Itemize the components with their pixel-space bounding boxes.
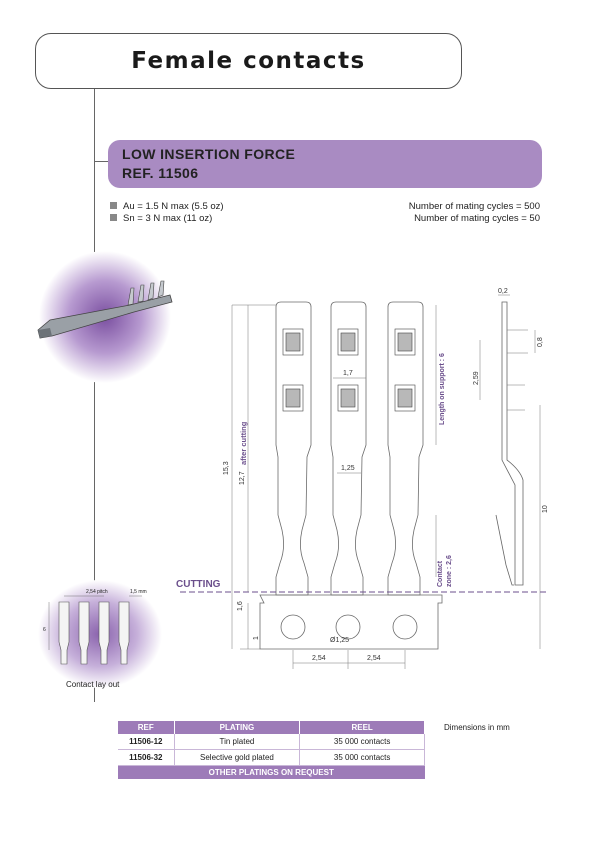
spec-au-text: Au = 1.5 N max (5.5 oz) xyxy=(123,201,224,212)
inset-caption: Contact lay out xyxy=(66,680,120,689)
contact-zone-label-2: zone : 2,6 xyxy=(446,555,453,587)
other-platings-note: OTHER PLATINGS ON REQUEST xyxy=(118,765,425,779)
carrier-strip xyxy=(259,594,443,650)
product-band xyxy=(108,140,542,188)
contact-zone-label-1: Contact xyxy=(437,560,444,587)
contact-layout-inset xyxy=(38,580,162,688)
dim-pitch-1: 2,54 xyxy=(312,655,326,662)
bullet-icon xyxy=(110,214,117,221)
spec-sn: Sn = 3 N max (11 oz) xyxy=(110,213,212,224)
dim-10: 10 xyxy=(542,505,549,513)
dim-hole: Ø1,25 xyxy=(330,637,349,644)
row1-reel: 35 000 contacts xyxy=(299,734,425,750)
spec-au: Au = 1.5 N max (5.5 oz) xyxy=(110,201,224,212)
units-note: Dimensions in mm xyxy=(444,723,510,732)
connector-line xyxy=(94,89,96,702)
cutting-label: CUTTING xyxy=(176,579,221,590)
contact-3 xyxy=(387,301,424,596)
dim-strip-1-6: 1,6 xyxy=(237,601,244,611)
title-box: Female contacts xyxy=(35,33,462,89)
reference-table: REF PLATING REEL 11506-12 Tin plated 35 … xyxy=(118,721,425,779)
dim-thickness: 0,2 xyxy=(498,288,508,295)
dim-width-1-7: 1,7 xyxy=(343,370,353,377)
contact-1 xyxy=(275,301,312,596)
inset-pitch-label: 2,54 pitch xyxy=(86,589,108,595)
col-plating: PLATING xyxy=(174,721,301,734)
dim-pitch-2: 2,54 xyxy=(367,655,381,662)
dim-width-1-25: 1,25 xyxy=(341,465,355,472)
row2-ref: 11506-32 xyxy=(118,749,175,766)
product-photo xyxy=(37,251,173,383)
spec-sn-text: Sn = 3 N max (11 oz) xyxy=(123,213,213,224)
row1-plating: Tin plated xyxy=(174,734,301,750)
row1-ref: 11506-12 xyxy=(118,734,175,750)
table-header: REF PLATING REEL xyxy=(118,721,425,734)
dim-2-59: 2,59 xyxy=(473,371,480,385)
table-footer: OTHER PLATINGS ON REQUEST xyxy=(118,765,425,779)
table-row: 11506-12 Tin plated 35 000 contacts xyxy=(118,734,425,750)
inset-width-label: 1,5 mm xyxy=(130,589,147,595)
spec-cycles-sn: Number of mating cycles = 50 xyxy=(414,213,540,224)
dim-after-cutting-length: 12,7 xyxy=(239,471,246,485)
col-reel: REEL xyxy=(299,721,425,734)
product-family: LOW INSERTION FORCE xyxy=(122,146,296,162)
contact-2 xyxy=(330,301,367,596)
row2-plating: Selective gold plated xyxy=(174,749,301,766)
technical-drawing: 15,3 12,7 after cutting 1,7 1,25 1,6 1 Ø… xyxy=(180,288,549,669)
product-reference: REF. 11506 xyxy=(122,165,199,181)
spec-cycles-au: Number of mating cycles = 500 xyxy=(408,201,540,212)
length-on-support: Length on support : 6 xyxy=(439,353,446,425)
bullet-icon xyxy=(110,202,117,209)
connector-tick xyxy=(94,161,108,163)
dim-strip-1: 1 xyxy=(253,636,260,640)
after-cutting-label: after cutting xyxy=(239,421,248,465)
inset-height-label: 6 xyxy=(43,627,46,633)
dim-overall-length: 15,3 xyxy=(223,461,230,475)
page-title: Female contacts xyxy=(131,48,366,74)
col-ref: REF xyxy=(118,721,175,734)
dim-0-8: 0,8 xyxy=(537,337,544,347)
table-row: 11506-32 Selective gold plated 35 000 co… xyxy=(118,749,425,766)
row2-reel: 35 000 contacts xyxy=(299,749,425,766)
